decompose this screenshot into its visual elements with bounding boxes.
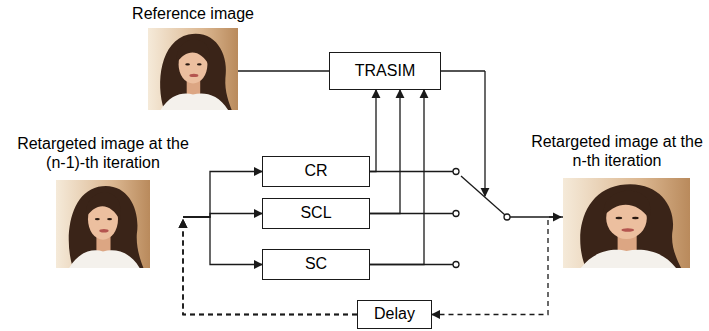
image-frame: Retargeted image at the n-th iteration	[563, 178, 690, 268]
image-caption: Retargeted image at the (n-1)-th iterati…	[13, 135, 193, 172]
control-line	[441, 70, 485, 71]
connector	[432, 217, 563, 315]
process-box: CR	[262, 156, 370, 187]
connector	[370, 90, 424, 265]
connector-line	[432, 217, 563, 315]
switch-contact	[453, 211, 459, 217]
switch-contact	[453, 262, 459, 268]
image-caption: Retargeted image at the n-th iteration	[529, 133, 705, 170]
process-box: SC	[262, 249, 370, 280]
switch-pivot	[504, 214, 510, 220]
process-box: TRASIM	[329, 52, 441, 90]
control-arrow	[484, 71, 485, 196]
switch-contact	[453, 169, 459, 175]
process-box: Delay	[357, 300, 432, 329]
box-label: CR	[304, 162, 327, 180]
connector-line	[183, 172, 262, 218]
connector-line	[370, 90, 400, 214]
connector	[183, 172, 357, 315]
box-label: SC	[305, 255, 327, 273]
connector-line	[238, 70, 329, 71]
connector	[370, 90, 400, 214]
process-box: SCL	[262, 198, 370, 229]
box-label: Delay	[374, 305, 415, 323]
connector-line	[183, 217, 262, 265]
switch-wire	[370, 171, 453, 172]
connector-line	[370, 90, 376, 172]
portrait-photo	[148, 28, 238, 110]
connector	[238, 71, 329, 72]
connector-line	[370, 90, 424, 265]
portrait-photo	[56, 180, 150, 268]
switch-arm	[461, 176, 505, 215]
portrait-photo	[563, 178, 690, 268]
image-frame: Retargeted image at the (n-1)-th iterati…	[56, 180, 150, 268]
image-frame: Reference image	[148, 28, 238, 110]
image-caption: Reference image	[113, 5, 273, 23]
connector	[370, 90, 376, 172]
box-label: SCL	[300, 204, 331, 222]
box-label: TRASIM	[355, 62, 415, 80]
